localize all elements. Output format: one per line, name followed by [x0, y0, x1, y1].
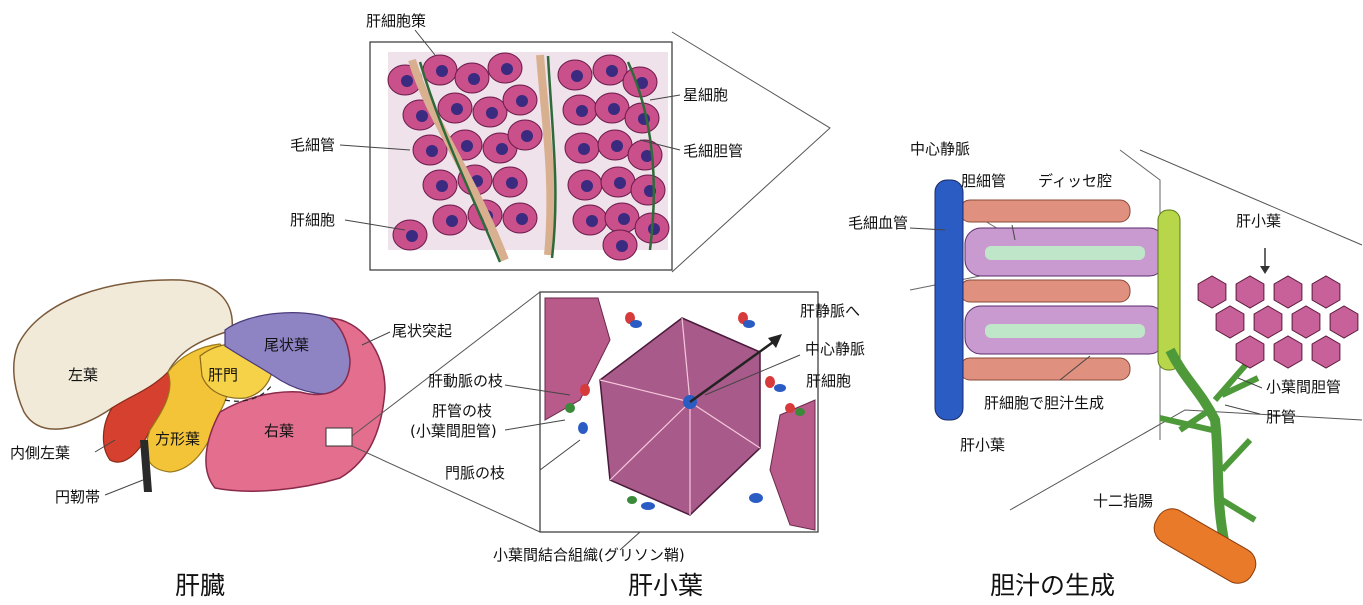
magnified-region-marker	[326, 428, 352, 446]
central-vein-label: 中心静脈	[805, 340, 865, 358]
cell-nucleus	[578, 143, 590, 155]
cell-nucleus	[501, 63, 513, 75]
cell-nucleus	[426, 145, 438, 157]
hepatic-duct-label: 肝管	[1266, 408, 1296, 426]
mini-lobule	[1236, 336, 1264, 368]
cell-nucleus	[436, 180, 448, 192]
cell-nucleus	[451, 103, 463, 115]
round-ligament-label: 円靭帯	[55, 488, 100, 506]
cell-nucleus	[571, 70, 583, 82]
cell-nucleus	[608, 103, 620, 115]
lobule-hepatocyte-label: 肝細胞	[806, 372, 851, 390]
cell-nucleus	[581, 180, 593, 192]
liver-caption: 肝臓	[175, 572, 225, 600]
bile-canaliculus-label: 毛細胆管	[683, 142, 743, 160]
cell-nucleus	[416, 110, 428, 122]
cell-nucleus	[496, 143, 508, 155]
cell-nucleus	[648, 223, 660, 235]
cell-nucleus	[521, 130, 533, 142]
medial-left-lobe-label: 内側左葉	[10, 444, 70, 462]
cell-nucleus	[468, 73, 480, 85]
cell-nucleus	[446, 215, 458, 227]
mini-lobule	[1292, 306, 1320, 338]
capillary-vessel-label: 毛細血管	[848, 214, 908, 232]
bile-panel	[910, 150, 1362, 589]
mini-lobule	[1198, 276, 1226, 308]
cell-nucleus	[516, 213, 528, 225]
mini-lobule	[1330, 306, 1358, 338]
cell-nucleus	[461, 140, 473, 152]
mini-lobule	[1312, 276, 1340, 308]
mini-lobule	[1274, 336, 1302, 368]
lobule-caption: 肝小葉	[628, 572, 703, 600]
hepatic-cord-label: 肝細胞策	[366, 12, 426, 30]
bile-production-label: 肝細胞で胆汁生成	[984, 394, 1104, 412]
hepatocyte-panel	[370, 32, 830, 272]
hepatic-lobule-label: 肝小葉	[1236, 212, 1281, 230]
mini-lobule	[1254, 306, 1282, 338]
connective-tissue-label: 小葉間結合組織(グリソン鞘)	[493, 546, 685, 564]
portal-vein-branch-label: 門脈の枝	[445, 464, 505, 482]
hepatocyte-label: 肝細胞	[290, 211, 335, 229]
cell-nucleus	[401, 75, 413, 87]
interlobular-bile-duct-label: (小葉間胆管)	[410, 422, 497, 440]
bile-caption: 胆汁の生成	[990, 572, 1115, 600]
bile-duct-branch-label: 肝管の枝	[432, 402, 492, 420]
interlobular-bile-duct-right-label: 小葉間胆管	[1266, 378, 1341, 396]
cell-nucleus	[618, 213, 630, 225]
cell-nucleus	[576, 105, 588, 117]
disse-space-label: ディッセ腔	[1038, 172, 1112, 190]
lobule-sub-label: 肝小葉	[960, 436, 1005, 454]
cell-nucleus	[614, 177, 626, 189]
mini-lobule	[1236, 276, 1264, 308]
mini-lobule	[1274, 276, 1302, 308]
left-lobe-label: 左葉	[68, 366, 98, 384]
hepatic-artery-branch-label: 肝動脈の枝	[428, 372, 503, 390]
cell-nucleus	[616, 240, 628, 252]
bile-central-vein-label: 中心静脈	[910, 140, 970, 158]
caudate-lobe-label: 尾状葉	[264, 336, 309, 354]
central-vein-tube	[935, 180, 963, 420]
quadrate-lobe-label: 方形葉	[155, 430, 200, 448]
capillary-label: 毛細管	[290, 136, 335, 154]
cell-nucleus	[586, 215, 598, 227]
bile-collecting-tube	[1158, 210, 1180, 370]
cell-nucleus	[506, 177, 518, 189]
cell-nucleus	[406, 230, 418, 242]
duodenum-label: 十二指腸	[1093, 492, 1153, 510]
to-hepatic-vein-label: 肝静脈へ	[800, 302, 860, 320]
cell-nucleus	[436, 65, 448, 77]
stellate-cell-label: 星細胞	[683, 86, 728, 104]
cell-nucleus	[516, 95, 528, 107]
caudate-process-label: 尾状突起	[392, 322, 452, 340]
hilum-label: 肝門	[208, 366, 238, 384]
right-lobe-label: 右葉	[264, 422, 294, 440]
bile-ductule-label: 胆細管	[961, 172, 1006, 190]
mini-lobule	[1216, 306, 1244, 338]
cell-nucleus	[606, 65, 618, 77]
cell-nucleus	[486, 107, 498, 119]
mini-lobule	[1312, 336, 1340, 368]
cell-nucleus	[611, 140, 623, 152]
